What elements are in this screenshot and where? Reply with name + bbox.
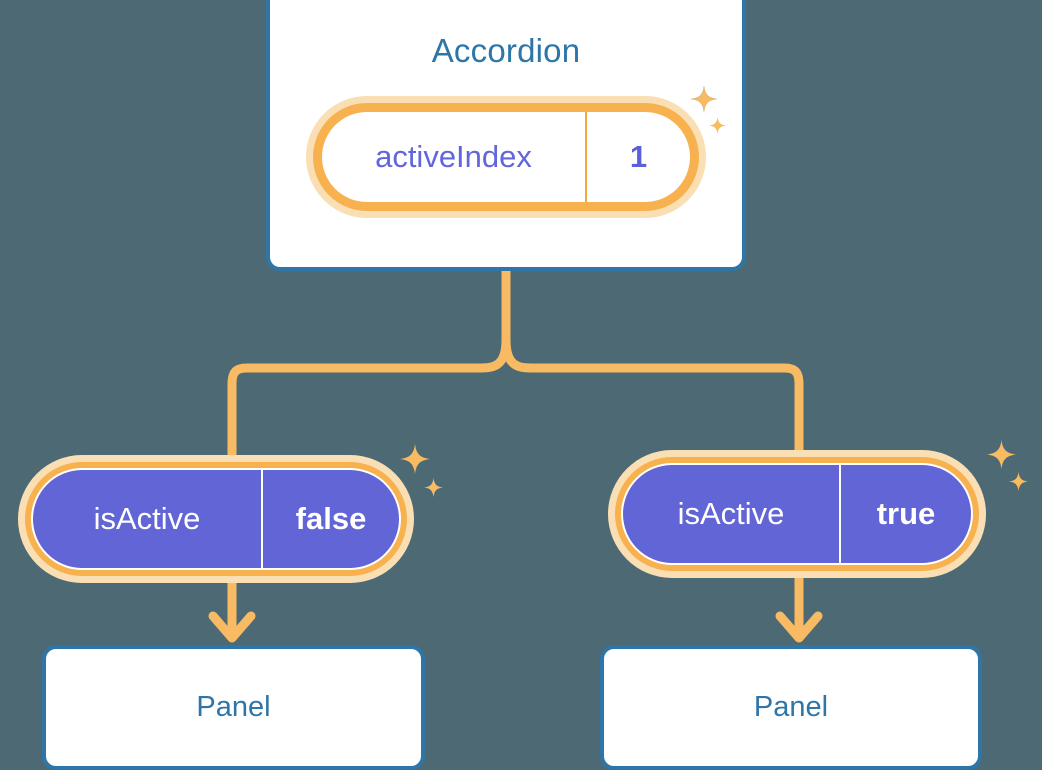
panel-card-right[interactable]: Panel: [600, 645, 982, 770]
sparkle-icon: [424, 478, 443, 497]
state-badge-is-active-false[interactable]: isActive false: [18, 455, 414, 583]
arrow-down-icon: [208, 611, 823, 643]
pill-body: activeIndex 1: [322, 112, 690, 202]
sparkle-icon: [400, 444, 430, 474]
pill-gap: isActive false: [31, 468, 401, 570]
pill-ring: activeIndex 1: [313, 103, 699, 211]
panel-card-left[interactable]: Panel: [42, 645, 425, 770]
panel-title: Panel: [753, 691, 829, 723]
state-key-label: isActive: [677, 496, 785, 531]
state-badge-active-index[interactable]: activeIndex 1: [306, 96, 706, 218]
pill-ring: isActive true: [615, 457, 979, 571]
pill-ring: isActive false: [25, 462, 407, 576]
state-value-label: true: [839, 465, 971, 563]
sparkle-icon: [1009, 472, 1028, 491]
pill-body: isActive false: [33, 470, 399, 568]
pill-gap: isActive true: [621, 463, 973, 565]
pill-body: isActive true: [623, 465, 971, 563]
page-title: Accordion: [431, 32, 581, 69]
state-key-label: activeIndex: [322, 112, 587, 202]
state-badge-is-active-true[interactable]: isActive true: [608, 450, 986, 578]
sparkle-icon: [987, 440, 1016, 469]
state-value-label: false: [261, 470, 399, 568]
state-key-label: isActive: [93, 501, 201, 536]
state-value-label: 1: [629, 139, 648, 174]
panel-title: Panel: [196, 691, 271, 723]
